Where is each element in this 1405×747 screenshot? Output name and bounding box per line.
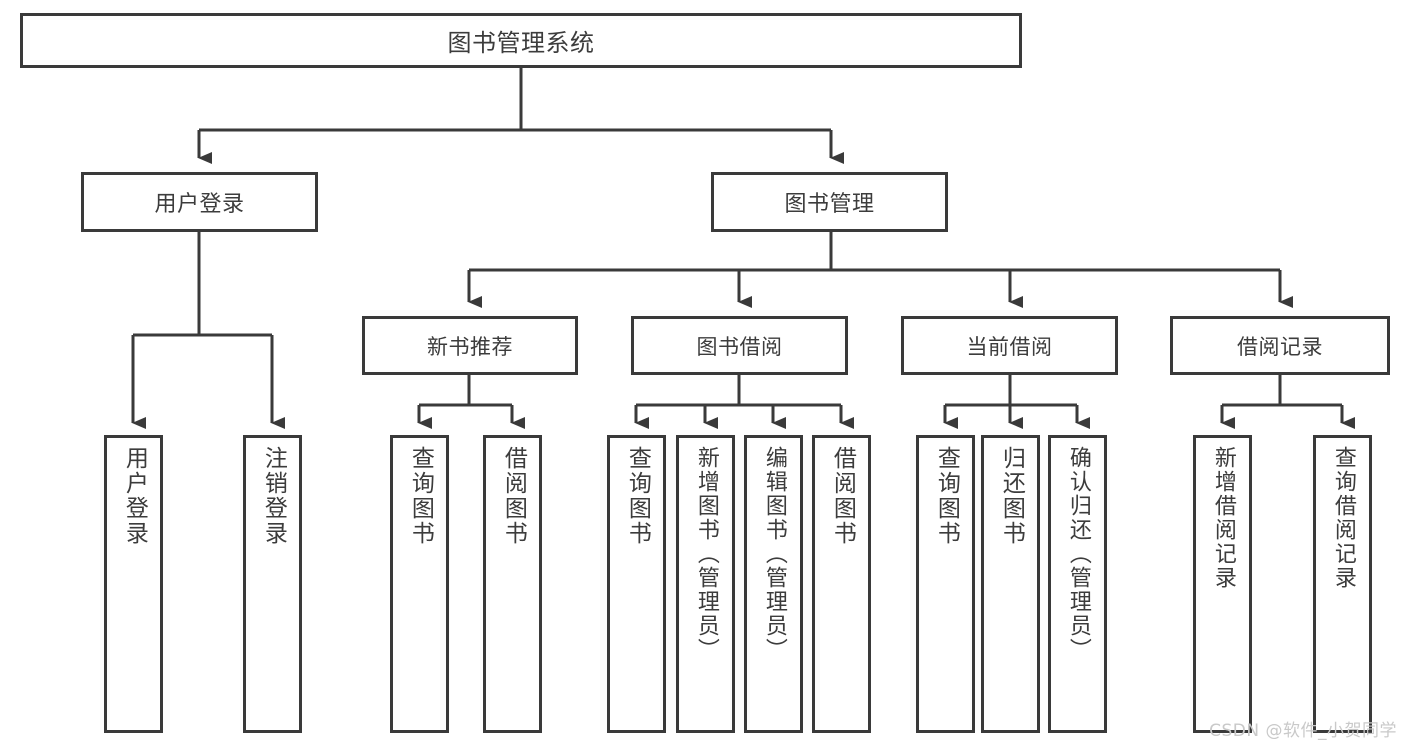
leaf-label: 编辑图书（管理员） xyxy=(761,446,787,662)
leaf-edit-book-admin[interactable]: 编辑图书（管理员） xyxy=(744,435,803,733)
leaf-label: 注销登录 xyxy=(260,446,287,546)
leaf-label: 新增图书（管理员） xyxy=(693,446,719,662)
leaf-query-borrow-record[interactable]: 查询借阅记录 xyxy=(1313,435,1372,733)
node-label: 图书管理系统 xyxy=(447,29,595,57)
leaf-confirm-return-admin[interactable]: 确认归还（管理员） xyxy=(1048,435,1107,733)
leaf-label: 确认归还（管理员） xyxy=(1065,446,1091,662)
leaf-query-book-new[interactable]: 查询图书 xyxy=(390,435,449,733)
leaf-label: 查询图书 xyxy=(407,446,434,546)
node-label: 新书推荐 xyxy=(427,334,513,359)
node-user-login[interactable]: 用户登录 xyxy=(81,172,318,232)
leaf-label: 用户登录 xyxy=(121,446,148,546)
leaf-label: 归还图书 xyxy=(998,446,1025,546)
node-label: 用户登录 xyxy=(154,192,245,217)
leaf-add-book-admin[interactable]: 新增图书（管理员） xyxy=(676,435,735,733)
node-root-system[interactable]: 图书管理系统 xyxy=(20,13,1022,68)
node-label: 借阅记录 xyxy=(1237,334,1323,359)
leaf-label: 新增借阅记录 xyxy=(1210,446,1236,590)
leaf-label: 借阅图书 xyxy=(829,446,856,546)
node-label: 图书管理 xyxy=(784,192,875,217)
leaf-label: 查询图书 xyxy=(624,446,651,546)
leaf-borrow-book[interactable]: 借阅图书 xyxy=(812,435,871,733)
node-label: 当前借阅 xyxy=(966,334,1053,359)
leaf-return-book[interactable]: 归还图书 xyxy=(981,435,1040,733)
node-current-borrow[interactable]: 当前借阅 xyxy=(901,316,1118,375)
leaf-label: 查询借阅记录 xyxy=(1330,446,1356,590)
leaf-logout[interactable]: 注销登录 xyxy=(243,435,302,733)
node-label: 图书借阅 xyxy=(696,334,783,359)
leaf-user-login[interactable]: 用户登录 xyxy=(104,435,163,733)
leaf-add-borrow-record[interactable]: 新增借阅记录 xyxy=(1193,435,1252,733)
leaf-query-book-borrow[interactable]: 查询图书 xyxy=(607,435,666,733)
node-new-book-recommend[interactable]: 新书推荐 xyxy=(362,316,578,375)
leaf-label: 查询图书 xyxy=(933,446,960,546)
node-book-borrow[interactable]: 图书借阅 xyxy=(631,316,848,375)
node-book-management[interactable]: 图书管理 xyxy=(711,172,948,232)
leaf-borrow-book-new[interactable]: 借阅图书 xyxy=(483,435,542,733)
leaf-label: 借阅图书 xyxy=(500,446,527,546)
leaf-query-book-current[interactable]: 查询图书 xyxy=(916,435,975,733)
node-borrow-record[interactable]: 借阅记录 xyxy=(1170,316,1390,375)
